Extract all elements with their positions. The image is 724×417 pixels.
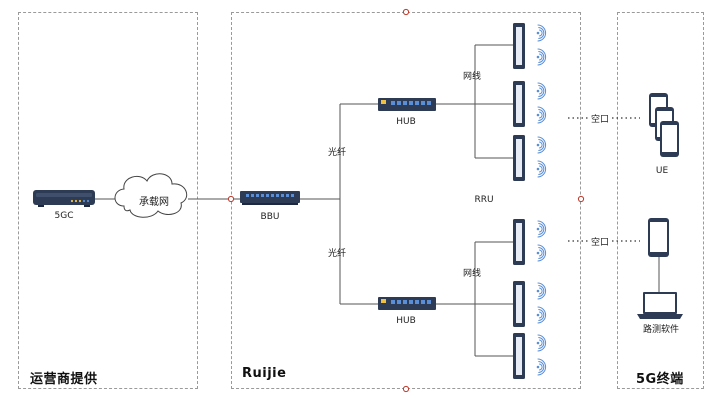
hub-top-icon <box>378 98 436 111</box>
connection-lines <box>95 44 660 357</box>
signal-icon <box>536 282 547 300</box>
bbu-label: BBU <box>260 212 280 222</box>
border-dots <box>227 8 585 393</box>
signal-icon <box>536 306 547 324</box>
operator-panel-title: 运营商提供 <box>30 372 98 387</box>
rru-unit <box>513 23 547 69</box>
signal-icon <box>536 136 547 154</box>
ruijie-panel-title: Ruijie <box>242 366 287 381</box>
signal-icon <box>536 48 547 66</box>
rru-units <box>513 23 547 379</box>
fiber-top-label: 光纤 <box>328 148 347 158</box>
air-links <box>568 117 640 242</box>
probe-label: 路测软件 <box>642 325 680 335</box>
air-top-label: 空口 <box>591 115 610 125</box>
terminal-panel <box>617 12 704 389</box>
core-label: 5GC <box>54 211 74 221</box>
signal-icon <box>536 24 547 42</box>
rru-unit <box>513 219 547 265</box>
signal-icon <box>536 220 547 238</box>
hub-bottom-icon <box>378 297 436 310</box>
rru-label: RRU <box>474 195 494 205</box>
hub-bottom-label: HUB <box>396 316 416 326</box>
signal-icon <box>536 82 547 100</box>
net-top-label: 网线 <box>463 72 482 82</box>
fiber-bottom-label: 光纤 <box>328 249 347 259</box>
terminal-panel-title: 5G终端 <box>636 372 684 387</box>
air-bottom-label: 空口 <box>591 238 610 248</box>
laptop-icon <box>637 292 683 319</box>
operator-panel <box>18 12 198 389</box>
bearer-cloud-icon <box>114 173 188 218</box>
ue-phones-icon <box>649 93 679 157</box>
signal-icon <box>536 106 547 124</box>
ue-label: UE <box>655 166 669 176</box>
rru-unit <box>513 333 547 379</box>
bearer-label: 承载网 <box>139 197 169 208</box>
signal-icon <box>536 160 547 178</box>
bbu-device-icon <box>240 191 300 205</box>
signal-icon <box>536 358 547 376</box>
signal-icon <box>536 334 547 352</box>
signal-icon <box>536 244 547 262</box>
rru-unit <box>513 281 547 327</box>
hub-top-label: HUB <box>396 117 416 127</box>
rru-unit <box>513 135 547 181</box>
net-bottom-label: 网线 <box>463 269 482 279</box>
test-phone-icon <box>648 218 669 257</box>
core-router-icon <box>33 190 95 207</box>
rru-unit <box>513 81 547 127</box>
